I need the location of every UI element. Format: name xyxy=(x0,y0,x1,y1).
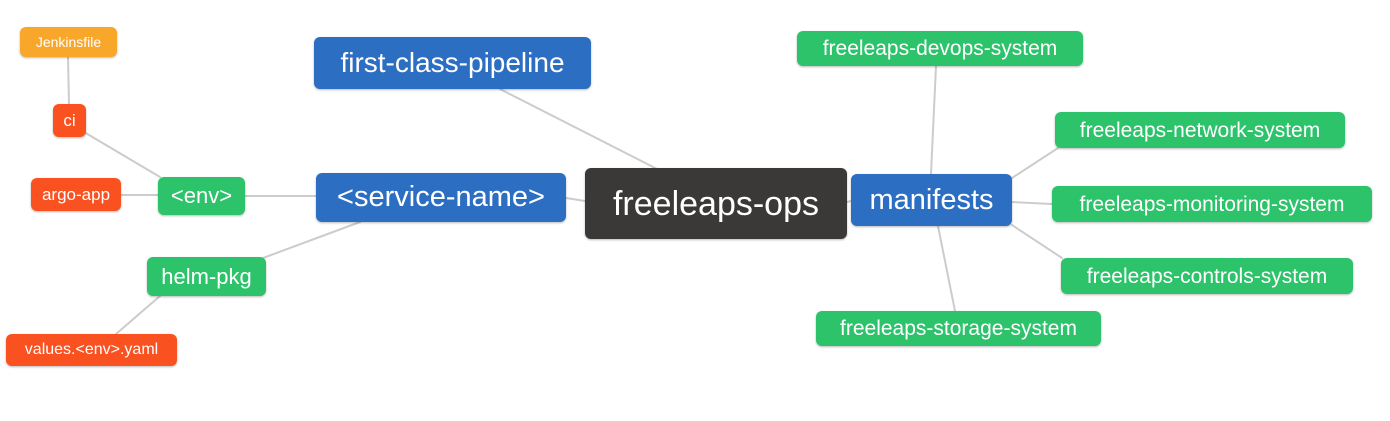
node-helm-pkg[interactable]: helm-pkg xyxy=(147,257,266,296)
node-freeleaps-controls-system[interactable]: freeleaps-controls-system xyxy=(1061,258,1353,294)
node-values-env-yaml[interactable]: values.<env>.yaml xyxy=(6,334,177,366)
node-freeleaps-network-system[interactable]: freeleaps-network-system xyxy=(1055,112,1345,148)
node-manifests[interactable]: manifests xyxy=(851,174,1012,226)
node-first-class-pipeline[interactable]: first-class-pipeline xyxy=(314,37,591,89)
node-env[interactable]: <env> xyxy=(158,177,245,215)
node-service-name[interactable]: <service-name> xyxy=(316,173,566,222)
node-argo-app[interactable]: argo-app xyxy=(31,178,121,211)
node-jenkinsfile[interactable]: Jenkinsfile xyxy=(20,27,117,57)
node-freeleaps-monitoring-system[interactable]: freeleaps-monitoring-system xyxy=(1052,186,1372,222)
node-freeleaps-ops[interactable]: freeleaps-ops xyxy=(585,168,847,239)
node-freeleaps-devops-system[interactable]: freeleaps-devops-system xyxy=(797,31,1083,66)
node-freeleaps-storage-system[interactable]: freeleaps-storage-system xyxy=(816,311,1101,346)
node-ci[interactable]: ci xyxy=(53,104,86,137)
